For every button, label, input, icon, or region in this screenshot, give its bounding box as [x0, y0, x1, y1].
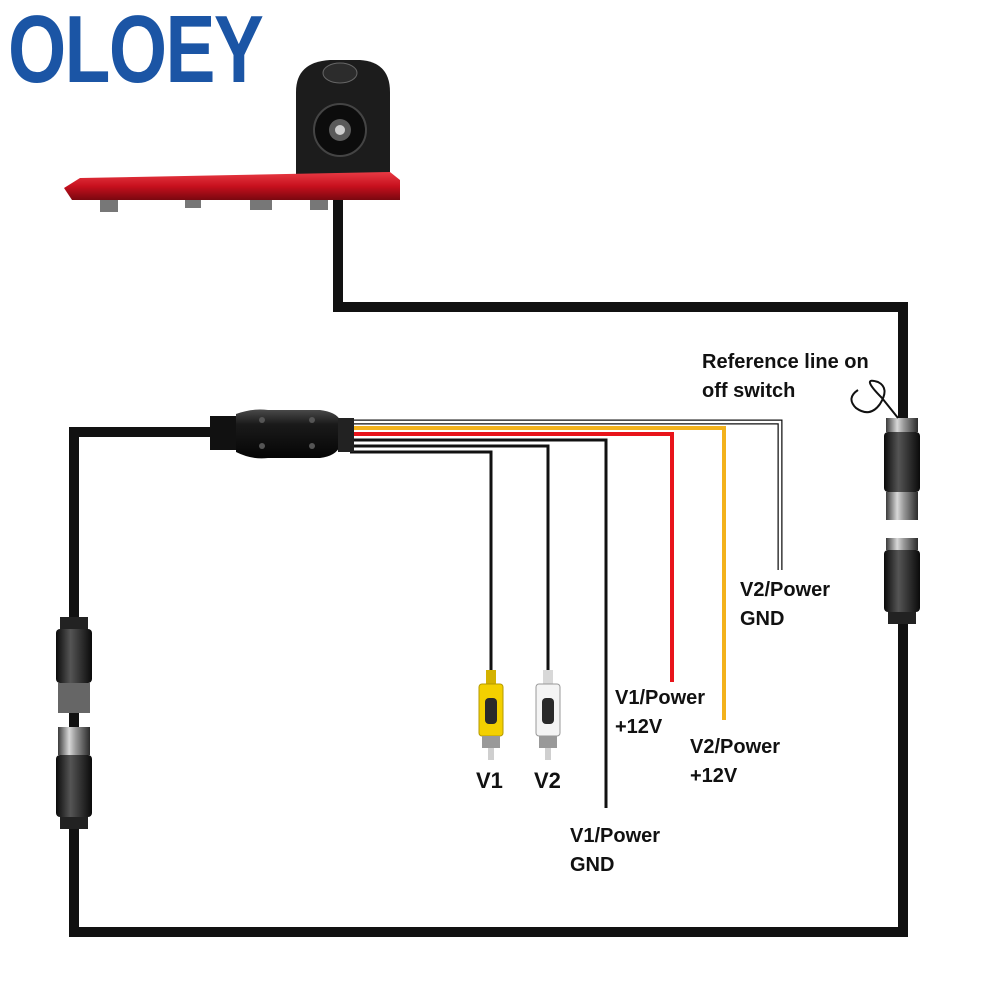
label-plug-v2: V2 [534, 768, 561, 793]
label-plug-v1: V1 [476, 768, 503, 793]
label-reference-line: Reference line on off switch [702, 348, 869, 406]
label-line: V1/Power [615, 687, 706, 709]
label-v2-power-gnd: V2/Power GND [740, 576, 830, 634]
label-line: GND [740, 608, 785, 630]
label-v1-power-gnd: V1/Power GND [570, 822, 660, 880]
label-v2-power-plus: V2/Power +12V [690, 733, 780, 791]
aviation-connector-icon [56, 617, 92, 829]
label-v1-power-plus: V1/Power +12V [615, 684, 705, 742]
label-line: V1/Power [570, 825, 661, 847]
aviation-connector-icon [884, 418, 920, 624]
brand-logo: OLOEY [8, 0, 264, 103]
harness-wires [350, 419, 783, 808]
rca-plug-icon [478, 670, 504, 760]
label-line: GND [570, 854, 615, 876]
label-line: +12V [690, 765, 738, 787]
label-line: V2/Power [690, 736, 781, 758]
brake-light-camera-icon [64, 60, 400, 212]
rca-plug-icon [535, 670, 561, 760]
label-line: off switch [702, 380, 796, 402]
label-line: +12V [615, 716, 663, 738]
label-line: V2/Power [740, 579, 831, 601]
reference-line-wire [850, 379, 899, 419]
wire-harness-connector-icon [210, 409, 354, 459]
label-line: Reference line on [702, 351, 869, 373]
